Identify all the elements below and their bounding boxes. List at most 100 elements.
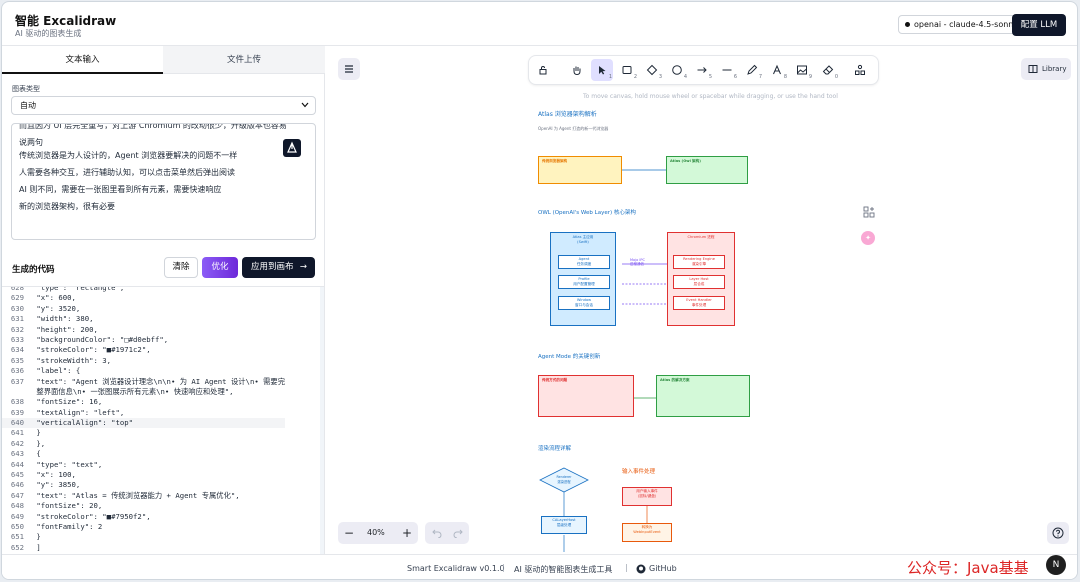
line-number: 635 [10, 355, 24, 365]
flow-diamond-shape[interactable] [539, 467, 589, 493]
undo-redo-controls [425, 522, 469, 544]
diagram-title-3[interactable]: Agent Mode 的关键创新 [538, 354, 601, 360]
undo-icon[interactable] [432, 528, 442, 538]
diagram-title-1[interactable]: Atlas 浏览器架构解析 [538, 111, 597, 118]
code-text: "strokeWidth": 3, [32, 355, 112, 365]
atlas-architecture-box[interactable]: Atlas (Owl 架构) [666, 156, 748, 184]
diagram-title-4[interactable]: 渲染流程详解 [538, 446, 572, 452]
app-footer: Smart Excalidraw v0.1.0 | AI 驱动的智能图表生成工具… [2, 554, 1077, 579]
component-box[interactable]: Rendering Engine 渲染引擎 [673, 255, 725, 269]
input-text: 而且因为 UI 层完全重写，对上游 Chromium 的改动很少，升级版本也容易… [19, 124, 287, 214]
code-line: 640 "verticalAlign": "top" [2, 418, 286, 429]
config-llm-button[interactable]: 配置 LLM [1012, 14, 1066, 36]
code-scrollbar[interactable] [320, 287, 324, 554]
tool-shortcut: 2 [633, 74, 637, 80]
line-number: 630 [10, 303, 24, 313]
code-text: } [32, 532, 41, 542]
chart-type-select[interactable]: 自动 [11, 96, 316, 115]
tool-shortcut: 7 [758, 74, 762, 80]
lock-icon [539, 66, 547, 75]
zoom-controls: − 40% + [338, 522, 418, 544]
input-text-line: 新的浏览器架构，很有必要 [19, 202, 115, 212]
input-tabs: 文本输入 文件上传 [2, 46, 325, 74]
watermark-text: 公众号：Java基基 [907, 559, 1029, 577]
code-editor[interactable]: 628 "type": "rectangle",629 "x": 600,630… [2, 286, 325, 554]
problem-box[interactable]: 传统方式的问题 [538, 375, 634, 417]
code-text: }, [32, 438, 46, 448]
code-text: "strokeColor": "■#7950f2", [32, 511, 151, 521]
menu-button[interactable] [338, 58, 360, 80]
component-box[interactable]: Agent 任务调度 [558, 255, 610, 269]
model-indicator[interactable]: openai - claude-4.5-sonnet [898, 15, 1030, 34]
input-event-box[interactable]: 用户输入事件 (鼠标/键盘) [622, 487, 672, 506]
line-number: 641 [10, 428, 24, 438]
grid-plus-icon[interactable] [863, 206, 875, 218]
box-label: 传统浏览器架构 [542, 159, 568, 163]
assistant-avatar-icon[interactable]: ✦ [861, 231, 875, 245]
hand-icon [573, 66, 581, 76]
component-box[interactable]: Profile 用户配置管理 [558, 275, 610, 289]
canvas-hint: To move canvas, hold mouse wheel or spac… [583, 93, 838, 100]
arrow-right-icon: → [299, 262, 307, 272]
code-line: 646 "y": 3850, [2, 480, 285, 490]
web-input-event-box[interactable]: 转换为 WebInputEvent [622, 523, 672, 542]
component-box[interactable]: Layer Host 层合成 [673, 275, 725, 289]
tool-extra-tools[interactable] [849, 59, 871, 81]
tool-pencil[interactable]: 7 [741, 59, 763, 81]
tool-shortcut: 4 [683, 74, 687, 80]
code-text: "label": { [32, 366, 81, 376]
component-box[interactable]: Event Handler 事件处理 [673, 296, 725, 310]
tool-line[interactable]: 6 [716, 59, 738, 81]
code-text: "type": "rectangle", [32, 286, 125, 292]
ai-assist-button[interactable] [283, 139, 301, 157]
box-label: Atlas 主应用 (Swift) [572, 235, 594, 244]
code-text: { [32, 449, 41, 459]
zoom-level[interactable]: 40% [367, 528, 385, 537]
diagram-text-input[interactable]: 而且因为 UI 层完全重写，对上游 Chromium 的改动很少，升级版本也容易… [11, 123, 316, 240]
tool-shortcut: 6 [733, 74, 737, 80]
solution-box[interactable]: Atlas 的解决方案 [656, 375, 750, 417]
tool-eraser[interactable]: 0 [817, 59, 839, 81]
diagram-title-5[interactable]: 输入事件处理 [622, 469, 656, 475]
redo-icon[interactable] [453, 528, 463, 538]
tab-file-upload[interactable]: 文件上传 [163, 46, 325, 74]
tool-text[interactable]: 8 [766, 59, 788, 81]
clear-button[interactable]: 清除 [164, 257, 198, 278]
tool-arrow[interactable]: 5 [691, 59, 713, 81]
tool-hand[interactable] [566, 59, 588, 81]
footer-separator: | [625, 563, 628, 572]
diagram-subtitle-1[interactable]: OpenAI 为 Agent 打造的新一代浏览器 [538, 126, 609, 131]
tool-selection[interactable]: 1 [591, 59, 613, 81]
tool-ellipse[interactable]: 4 [666, 59, 688, 81]
tool-image[interactable]: 9 [791, 59, 813, 81]
library-button[interactable]: Library [1021, 58, 1071, 80]
component-box[interactable]: Window 窗口与会话 [558, 296, 610, 310]
github-link[interactable]: GitHub [649, 564, 677, 573]
mojo-ipc-label[interactable]: Mojo IPC 进程通信 [630, 258, 645, 266]
code-line: 628 "type": "rectangle", [2, 286, 285, 293]
diagram-connectors [539, 169, 674, 552]
tool-diamond[interactable]: 3 [641, 59, 663, 81]
code-text: "text": "Agent 浏览器设计理念\n\n• 为 AI Agent 设… [32, 376, 286, 386]
user-avatar[interactable]: N [1046, 555, 1066, 575]
zoom-out-button[interactable]: − [344, 526, 355, 540]
flow-rect-box[interactable]: CALayerHost 层级处理 [541, 516, 587, 534]
diagram-title-2[interactable]: OWL (OpenAI's Web Layer) 核心架构 [538, 210, 636, 216]
tool-lock[interactable] [532, 59, 554, 81]
hamburger-icon [345, 65, 353, 73]
model-name: openai - claude-4.5-sonnet [914, 20, 1022, 29]
apply-label: 应用到画布 [251, 262, 294, 272]
zoom-in-button[interactable]: + [402, 526, 413, 540]
selection-icon [599, 66, 606, 75]
code-line: 642 }, [2, 439, 285, 449]
code-line: 630 "y": 3520, [2, 304, 285, 314]
apply-to-canvas-button[interactable]: 应用到画布 → [242, 257, 315, 278]
tab-text-input[interactable]: 文本输入 [2, 46, 163, 74]
traditional-architecture-box[interactable]: 传统浏览器架构 [538, 156, 622, 184]
help-button[interactable] [1047, 522, 1069, 544]
tool-rectangle[interactable]: 2 [616, 59, 638, 81]
code-text: ] [32, 542, 41, 552]
optimize-button[interactable]: 优化 [202, 257, 238, 278]
